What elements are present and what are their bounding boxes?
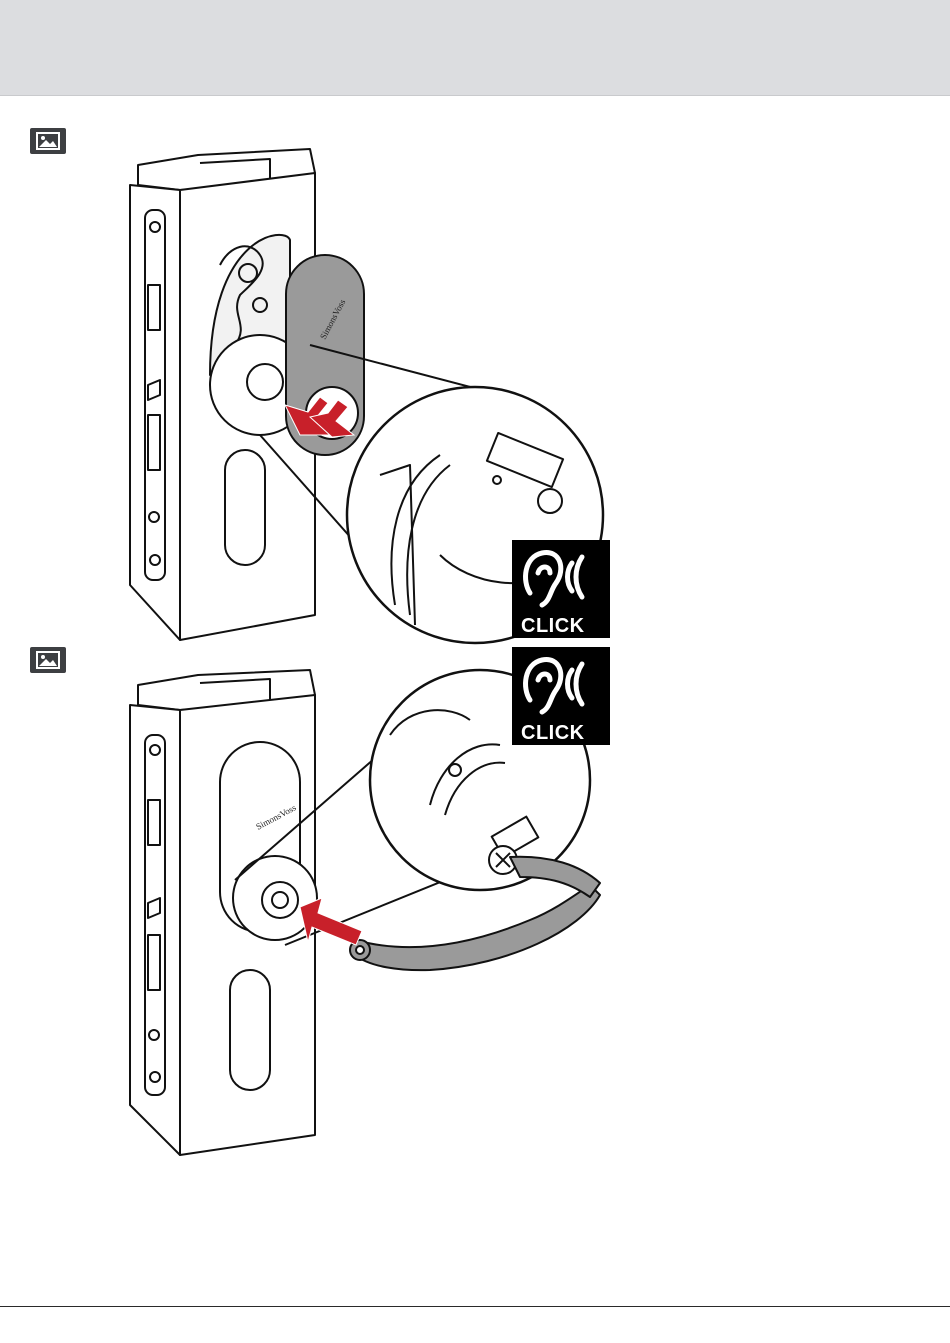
page-header-band bbox=[0, 0, 950, 96]
footer-rule bbox=[0, 1306, 950, 1307]
figure-1-image-icon bbox=[30, 128, 66, 154]
click-callout-2: CLICK bbox=[512, 647, 610, 745]
figure-2-image-icon bbox=[30, 647, 66, 673]
click-label-2: CLICK bbox=[521, 722, 585, 744]
figure-2-illustration: SimonsVoss CLIC bbox=[110, 645, 630, 1165]
figure-1-illustration: SimonsVoss CLICK bbox=[110, 145, 630, 645]
click-label-1: CLICK bbox=[521, 615, 585, 637]
click-callout-1: CLICK bbox=[512, 540, 610, 638]
